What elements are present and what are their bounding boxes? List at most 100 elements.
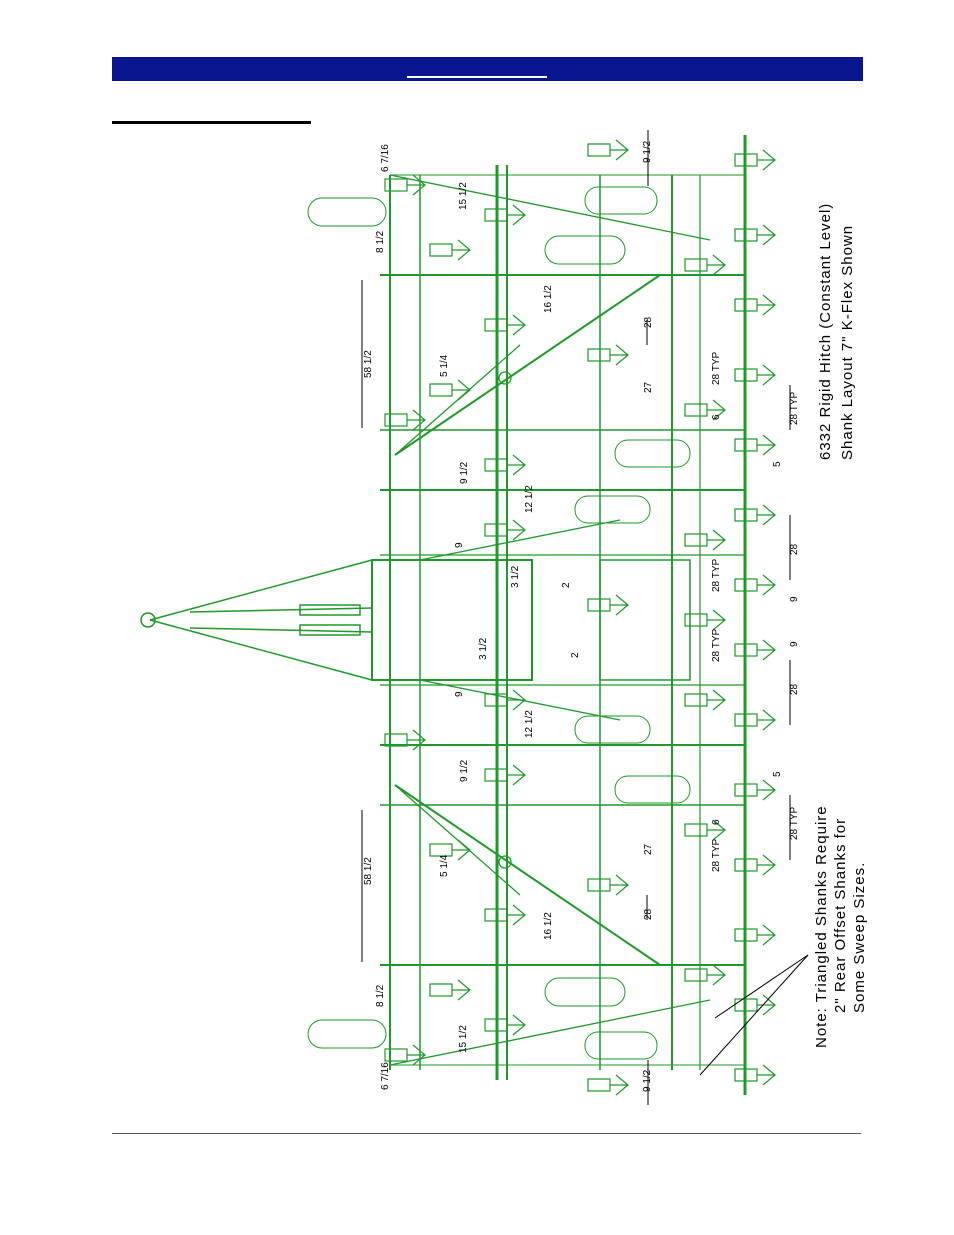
- shank-clamp: [429, 843, 453, 857]
- sweep: [452, 839, 471, 861]
- sweep: [757, 364, 776, 386]
- dim-label: 9 1/2: [642, 1069, 653, 1092]
- dim-label: 27: [643, 381, 654, 393]
- dim-label: 2: [570, 652, 581, 658]
- dim-label: 16 1/2: [543, 285, 554, 313]
- dim-label: 28 TYP: [711, 629, 722, 662]
- shank-clamp: [587, 1078, 611, 1092]
- sweep: [610, 594, 629, 616]
- dim-label: 2: [561, 582, 572, 588]
- sweep: [707, 529, 726, 551]
- shank-clamp: [684, 258, 708, 272]
- note-line-2: 2" Rear Offset Shanks for: [832, 818, 849, 1013]
- dim-label: 9 1/2: [459, 461, 470, 484]
- dimension-lines: [361, 130, 791, 1105]
- shank-clamp: [684, 968, 708, 982]
- sweep: [707, 689, 726, 711]
- sweep: [507, 204, 526, 226]
- shank-clamp: [587, 348, 611, 362]
- shank-clamp: [684, 533, 708, 547]
- note-line-3: Some Sweep Sizes.: [851, 862, 868, 1013]
- dim-label: 12 1/2: [524, 710, 535, 738]
- dim-label: 12 1/2: [524, 485, 535, 513]
- dim-label: 5: [772, 461, 783, 467]
- dim-label: 9: [454, 691, 465, 697]
- gauge-wheels: [307, 186, 691, 1060]
- sweep: [757, 504, 776, 526]
- dim-label: 15 1/2: [458, 182, 469, 210]
- dim-label: 28: [789, 543, 800, 555]
- shank-clamp: [587, 598, 611, 612]
- shank-clamp: [384, 413, 408, 427]
- shank-clamp: [384, 1048, 408, 1062]
- shank-clamp: [684, 613, 708, 627]
- dim-label: 28 TYP: [789, 807, 800, 840]
- dim-label: 5 1/4: [439, 354, 450, 377]
- shank-positions: [384, 139, 776, 1096]
- dim-label: 28 TYP: [711, 352, 722, 385]
- drawing-note: Note: Triangled Shanks Require 2" Rear O…: [699, 805, 868, 1076]
- dim-label: 27: [643, 843, 654, 855]
- sweep: [757, 224, 776, 246]
- section-title-rule: [112, 121, 311, 124]
- sweep: [757, 294, 776, 316]
- sweep: [407, 409, 426, 431]
- sweep: [407, 729, 426, 751]
- dim-label: 28: [643, 316, 654, 328]
- sweep: [707, 609, 726, 631]
- dim-label: 58 1/2: [363, 350, 374, 378]
- sweep: [707, 254, 726, 276]
- shank-clamp: [429, 383, 453, 397]
- implement-frame: [140, 135, 747, 1095]
- sweep: [610, 344, 629, 366]
- shank-clamp: [684, 403, 708, 417]
- sweep: [757, 149, 776, 171]
- dim-label: 9 1/2: [459, 759, 470, 782]
- sweep: [707, 819, 726, 841]
- sweep: [757, 1064, 776, 1086]
- shank-clamp: [429, 983, 453, 997]
- sweep: [507, 689, 526, 711]
- shank-clamp: [429, 243, 453, 257]
- dim-label: 6 7/16: [380, 144, 391, 172]
- sweep: [507, 904, 526, 926]
- dim-label: 9: [789, 596, 800, 602]
- dim-label: 6 7/16: [380, 1062, 391, 1090]
- dim-label: 3 1/2: [478, 637, 489, 660]
- sweep: [610, 139, 629, 161]
- sweep: [757, 709, 776, 731]
- sweep: [707, 964, 726, 986]
- dim-label: 28 TYP: [711, 839, 722, 872]
- sweep: [757, 994, 776, 1016]
- sweep: [452, 379, 471, 401]
- dim-label: 15 1/2: [458, 1025, 469, 1053]
- dim-label: 3 1/2: [510, 565, 521, 588]
- dimension-labels: 6 7/16 6 7/16 15 1/2 15 1/2 8 1/2 8 1/2 …: [363, 140, 800, 1092]
- dim-label: 9: [789, 641, 800, 647]
- sweep: [757, 434, 776, 456]
- footer-rule: [112, 1133, 861, 1134]
- sweep: [757, 639, 776, 661]
- sweep: [507, 519, 526, 541]
- dim-label: 16 1/2: [543, 912, 554, 940]
- sweep: [407, 174, 426, 196]
- dim-label: 28: [789, 683, 800, 695]
- shank-clamp: [384, 178, 408, 192]
- sweep: [507, 764, 526, 786]
- sweep: [507, 454, 526, 476]
- dim-label: 8 1/2: [375, 230, 386, 253]
- sweep: [757, 924, 776, 946]
- sweep: [757, 779, 776, 801]
- note-line-1: Note: Triangled Shanks Require: [813, 805, 830, 1048]
- sweep: [452, 979, 471, 1001]
- sweep: [757, 854, 776, 876]
- title-line-1: 6332 Rigid Hitch (Constant Level): [817, 203, 834, 460]
- dim-label: 28 TYP: [711, 559, 722, 592]
- shank-clamp: [684, 693, 708, 707]
- sweep: [507, 314, 526, 336]
- dim-label: 9 1/2: [642, 140, 653, 163]
- dim-label: 6: [711, 414, 722, 420]
- dim-label: 8 1/2: [375, 984, 386, 1007]
- dim-label: 28: [643, 908, 654, 920]
